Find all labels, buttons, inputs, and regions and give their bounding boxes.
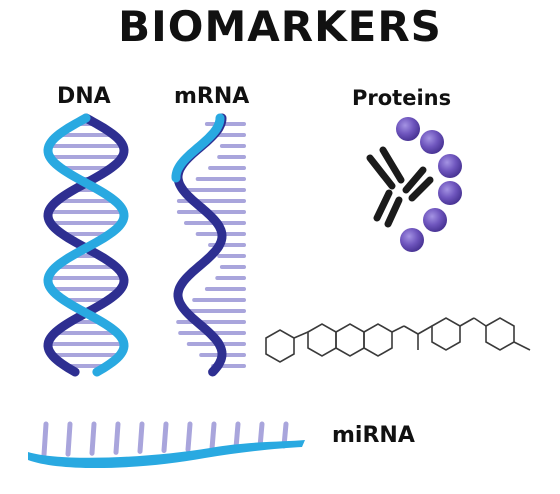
proteins-label: Proteins xyxy=(352,86,452,110)
mrna-strand-icon xyxy=(171,113,246,377)
page-title: BIOMARKERS xyxy=(118,2,442,51)
mirna-label: miRNA xyxy=(332,423,415,448)
dna-helix-icon xyxy=(43,113,129,377)
mrna-label: mRNA xyxy=(174,84,250,109)
small-molecule-icon xyxy=(265,317,531,363)
protein-chain-icon xyxy=(396,117,462,252)
mirna-strand-icon xyxy=(28,421,305,469)
antibody-icon xyxy=(366,146,434,228)
dna-label: DNA xyxy=(57,84,111,109)
